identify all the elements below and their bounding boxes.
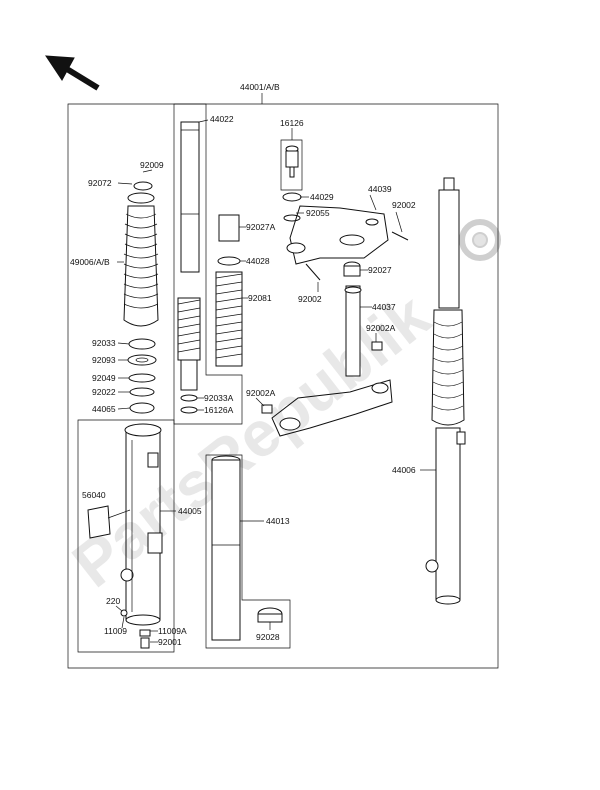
label-92027a: 92027A [246, 222, 276, 232]
outer-tube-group-frame [77, 419, 175, 653]
outer-tube [120, 423, 163, 626]
label-92009: 92009 [140, 160, 164, 170]
part-labels: 44022 16126 92009 92072 44029 44039 9200… [70, 114, 436, 647]
label-44006: 44006 [392, 465, 416, 475]
front-direction-arrow-icon [45, 55, 100, 91]
clamp-bolt [305, 231, 409, 281]
label-11009a: 11009A [158, 626, 187, 636]
upper-triple-clamp [286, 205, 389, 265]
label-92027: 92027 [368, 265, 392, 275]
guide-bushing [257, 607, 283, 623]
decal-sticker [87, 505, 131, 539]
top-plug-bolt [280, 139, 303, 222]
label-44029: 44029 [310, 192, 334, 202]
fork-tube-group-frame [205, 454, 291, 649]
label-56040: 56040 [82, 490, 106, 500]
label-92022: 92022 [92, 387, 116, 397]
label-92049: 92049 [92, 373, 116, 383]
label-92002a-low: 92002A [246, 388, 276, 398]
assembly-part-number: 44001/A/B [240, 82, 280, 92]
label-11009: 11009 [104, 626, 127, 636]
fork-spring [215, 271, 243, 367]
label-92001: 92001 [158, 637, 182, 647]
label-220: 220 [106, 596, 120, 606]
label-44039: 44039 [368, 184, 392, 194]
watermark-gear-icon [459, 219, 501, 261]
label-44037: 44037 [372, 302, 396, 312]
label-92002a-mid: 92002A [366, 323, 396, 333]
label-92093: 92093 [92, 355, 116, 365]
label-92033: 92033 [92, 338, 116, 348]
label-16126: 16126 [280, 118, 304, 128]
label-44013: 44013 [266, 516, 290, 526]
steering-stem [344, 285, 383, 377]
damper-rod [180, 121, 200, 273]
oil-seal-stack [127, 338, 157, 414]
label-92072: 92072 [88, 178, 112, 188]
label-92028: 92028 [256, 632, 280, 642]
label-44005: 44005 [178, 506, 202, 516]
label-44022: 44022 [210, 114, 234, 124]
label-16126a: 16126A [204, 405, 234, 415]
dust-boot [123, 181, 159, 327]
label-92055: 92055 [306, 208, 330, 218]
rebound-spring [177, 297, 201, 361]
label-44065: 44065 [92, 404, 116, 414]
label-92002-top: 92002 [392, 200, 416, 210]
spring-collar [217, 214, 241, 266]
label-49006: 49006/A/B [70, 257, 110, 267]
complete-fork-leg [425, 177, 466, 605]
label-92033a: 92033A [204, 393, 234, 403]
drain-screw [120, 609, 151, 649]
assembly-frame [67, 103, 499, 669]
steering-nut [343, 261, 361, 277]
label-92081: 92081 [248, 293, 272, 303]
label-92002-mid: 92002 [298, 294, 322, 304]
lower-triple-clamp [261, 379, 393, 437]
fork-inner-tube [211, 455, 241, 641]
damper-piece [180, 359, 198, 414]
label-44028: 44028 [246, 256, 270, 266]
